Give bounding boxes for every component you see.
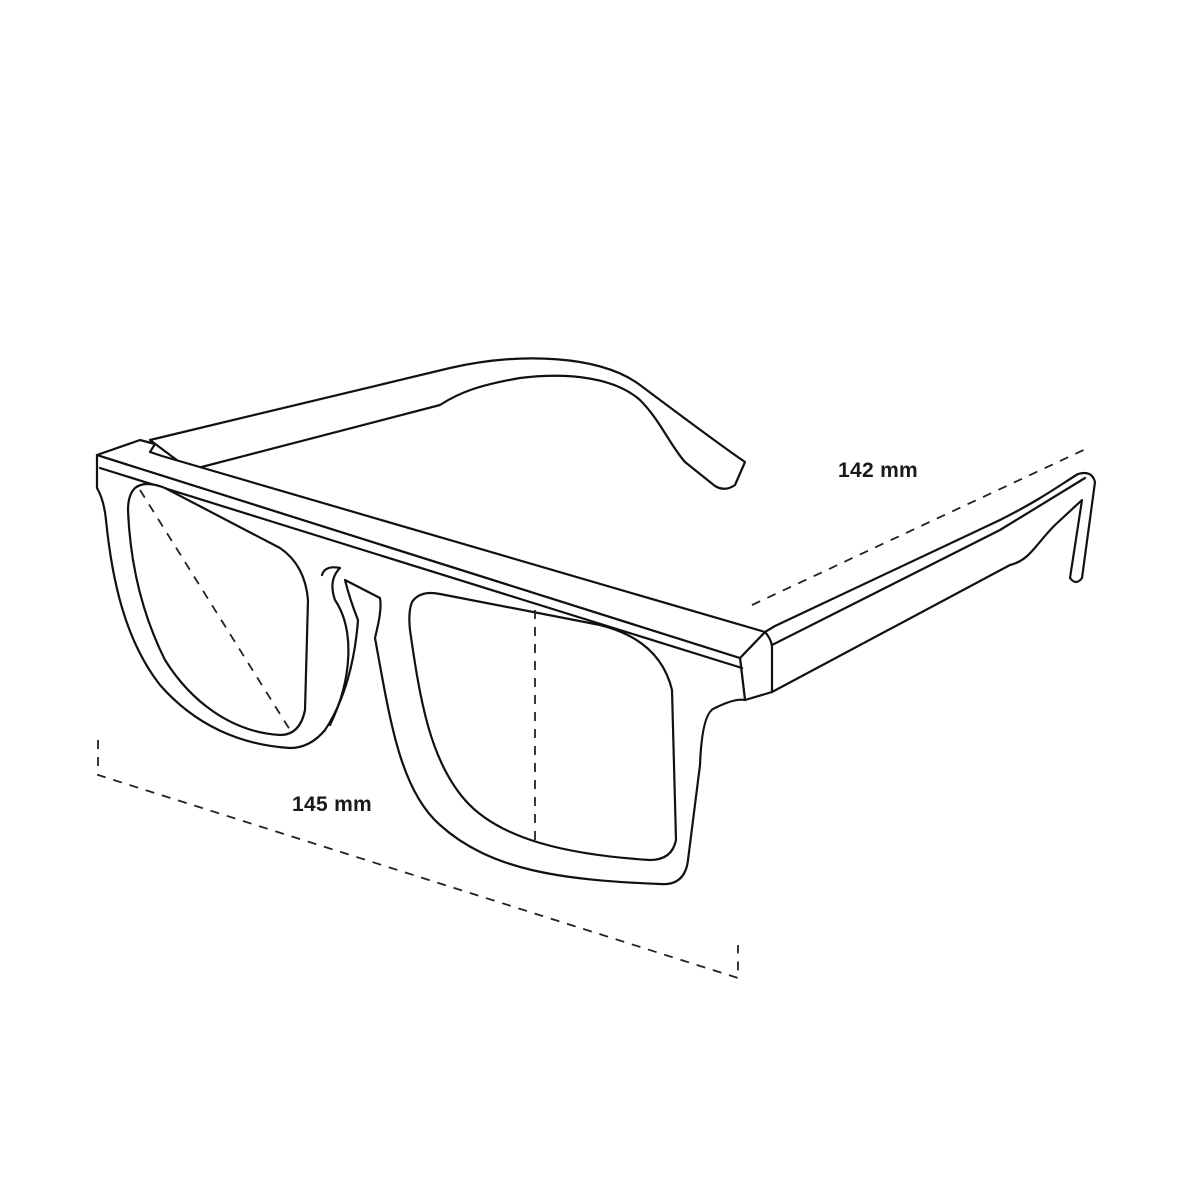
far-temple-arm [148,357,747,490]
nose-pad [320,566,350,727]
left-lens [126,482,310,737]
right-lens [408,591,678,862]
top-bar-lower-edge [98,466,744,670]
top-bar [95,438,767,660]
frame-width-dimension-line [97,740,739,980]
near-temple-arm [763,471,1097,694]
left-lens-diagonal-dash [139,489,291,731]
temple-length-dimension-line [751,446,1091,606]
temple-length-label: 142 mm [838,459,919,482]
frame-width-label: 145 mm [292,793,373,816]
near-temple-inner-edge [770,476,1087,647]
